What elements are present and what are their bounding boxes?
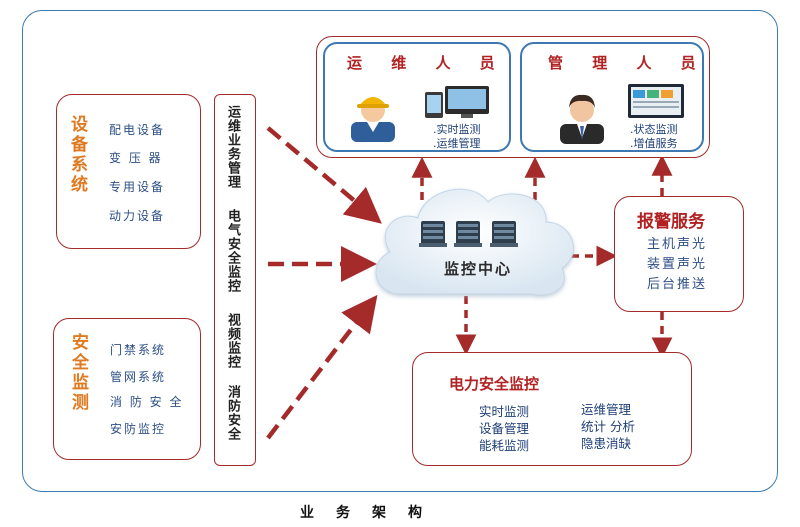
output-arrows (411, 154, 673, 359)
alarm-item: 装置声光 (647, 257, 708, 272)
mgmt-staff-box: 管 理 人 员 .状态监测 .增值服务 (520, 42, 704, 152)
business-column-box: 运维业务管理 电气安全监控 视频监控 消防安全 (214, 94, 256, 466)
power-item: 统计 分析 (581, 419, 635, 434)
power-item: 运维管理 (581, 402, 632, 417)
devices-icon (425, 86, 489, 118)
mgmt-staff-title: 管 理 人 员 (548, 54, 708, 72)
ops-staff-title: 运 维 人 员 (347, 54, 507, 72)
power-item: 设备管理 (479, 421, 530, 436)
safety-item: 消 防 安 全 (110, 395, 184, 409)
server-icon (419, 221, 447, 247)
ops-staff-box: 运 维 人 员 .实时监测 .运维管理 (323, 42, 511, 152)
equipment-system-box: 设备系统 配电设备 变 压 器 专用设备 动力设备 (56, 94, 201, 249)
business-line: 视频监控 (225, 313, 240, 369)
alarm-service-box: 报警服务 主机声光 装置声光 后台推送 (614, 196, 744, 312)
server-icon (490, 221, 518, 247)
alarm-item: 主机声光 (647, 237, 708, 252)
ops-item: .运维管理 (433, 137, 481, 150)
safety-monitoring-title: 安全监测 (68, 333, 88, 413)
alarm-service-title: 报警服务 (637, 212, 705, 232)
manager-avatar-icon (560, 94, 604, 144)
safety-monitoring-box: 安全监测 门禁系统 管网系统 消 防 安 全 安防监控 (53, 318, 201, 460)
equipment-item: 动力设备 (109, 209, 166, 223)
footer-title: 业务架构 (300, 505, 444, 521)
business-line: 电气安全监控 (225, 209, 240, 293)
server-icons (419, 221, 518, 247)
safety-item: 管网系统 (110, 370, 167, 384)
ops-item: .实时监测 (433, 123, 481, 136)
equipment-item: 专用设备 (109, 180, 166, 194)
power-safety-title: 电力安全监控 (449, 375, 540, 393)
mgmt-item: .增值服务 (630, 137, 678, 150)
equipment-item: 变 压 器 (109, 151, 163, 165)
alarm-item: 后台推送 (647, 277, 708, 292)
safety-item: 安防监控 (110, 422, 167, 436)
arrow-lower (266, 294, 378, 440)
power-item: 能耗监测 (479, 438, 530, 453)
power-item: 实时监测 (479, 404, 530, 419)
server-icon (454, 221, 482, 247)
business-line: 消防安全 (225, 385, 240, 441)
power-item: 隐患消缺 (581, 436, 632, 451)
dashboard-icon (628, 84, 684, 118)
equipment-item: 配电设备 (109, 123, 166, 137)
input-arrows (266, 126, 382, 440)
monitor-center-label: 监控中心 (443, 260, 512, 278)
safety-item: 门禁系统 (110, 343, 167, 357)
worker-avatar-icon (351, 97, 395, 142)
equipment-system-title: 设备系统 (67, 115, 87, 195)
power-safety-box: 电力安全监控 实时监测 设备管理 能耗监测 运维管理 统计 分析 隐患消缺 (412, 352, 692, 466)
business-line: 运维业务管理 (225, 105, 240, 189)
outer-frame (22, 10, 778, 492)
mgmt-item: .状态监测 (630, 123, 678, 136)
